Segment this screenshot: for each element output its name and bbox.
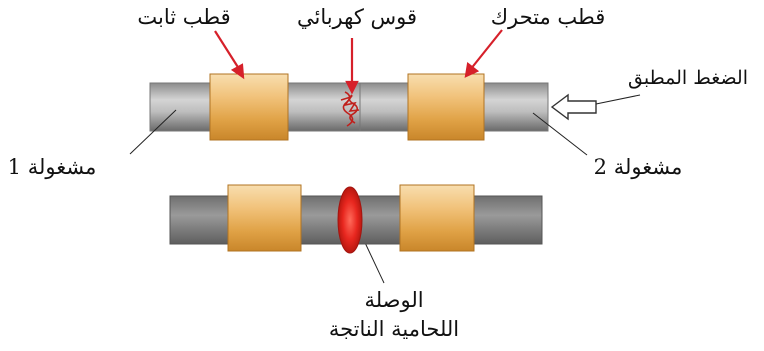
bottom-fixed-electrode: [227, 184, 302, 252]
label-moving-electrode: قطب متحرك: [491, 5, 606, 30]
label-electric-arc: قوس كهربائي: [297, 5, 417, 30]
pressure-arrow-icon: [550, 93, 597, 121]
weld-joint-bead: [337, 186, 363, 254]
label-workpiece-2: مشغولة 2: [594, 155, 683, 180]
bottom-moving-electrode: [399, 184, 475, 252]
label-weld-joint-line2: اللحامية الناتجة: [329, 317, 459, 341]
fixed-electrode-block: [209, 73, 289, 141]
label-workpiece-1: مشغولة 1: [8, 155, 97, 180]
electric-arc-sparks: [340, 91, 360, 127]
label-fixed-electrode: قطب ثابت: [137, 5, 230, 29]
label-weld-joint-line1: الوصلة: [364, 288, 423, 313]
label-applied-pressure: الضغط المطبق: [628, 67, 748, 89]
moving-electrode-block: [407, 73, 485, 141]
red-arrows: [214, 29, 503, 95]
